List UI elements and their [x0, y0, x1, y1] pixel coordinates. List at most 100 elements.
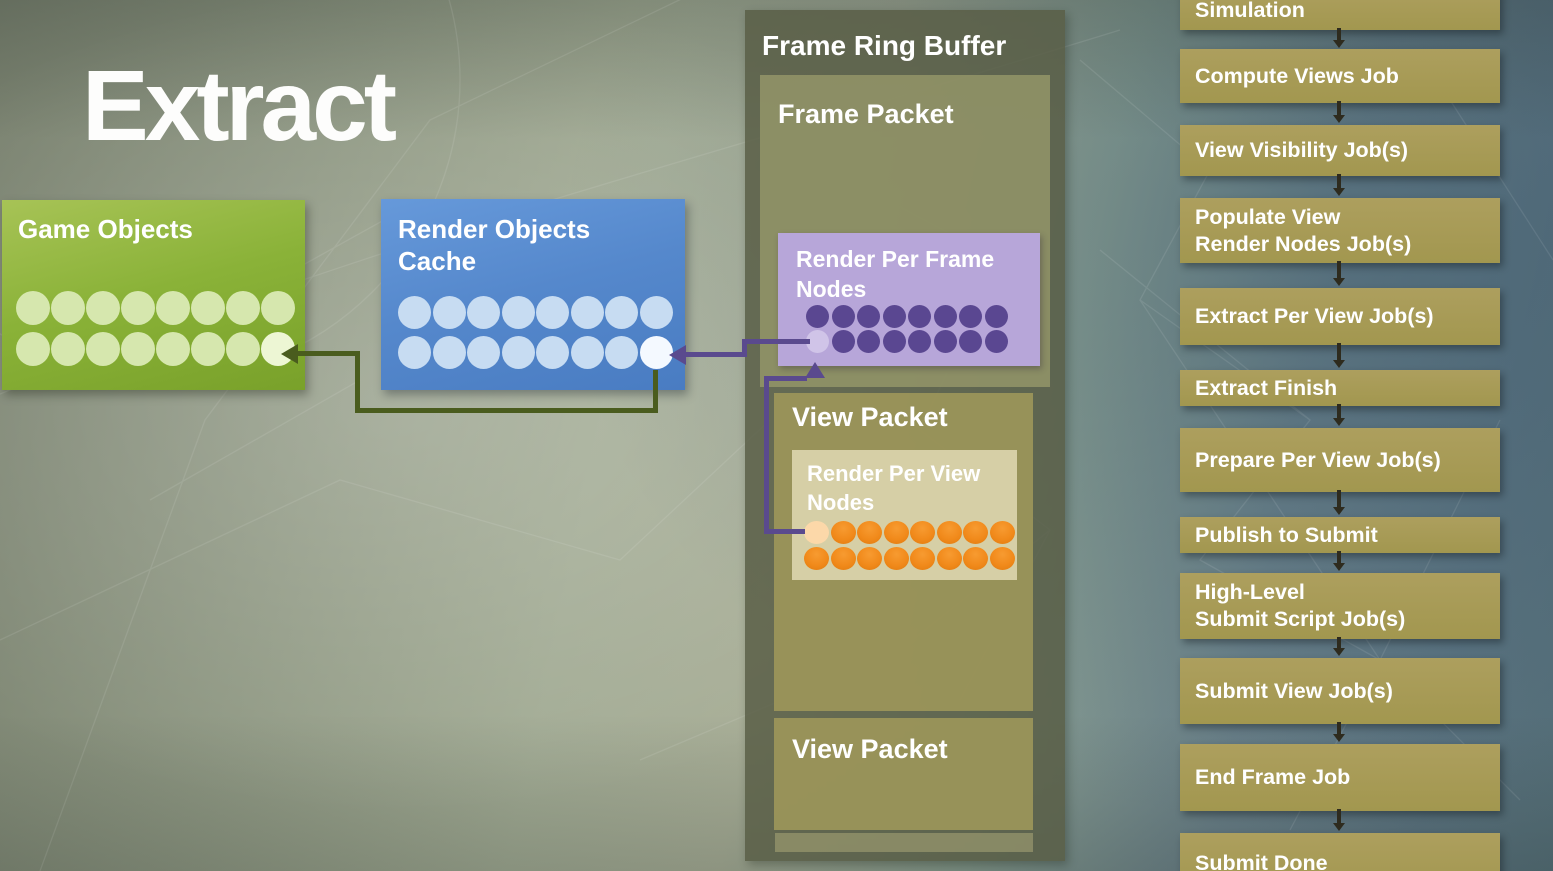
dot [933, 330, 957, 353]
pipeline-step-label: Submit Done [1195, 850, 1328, 871]
frame-ring-buffer-box: Frame Ring Buffer Frame Packet Render Pe… [745, 10, 1065, 861]
dot [984, 330, 1008, 353]
dot [831, 330, 855, 353]
dot-row [398, 296, 674, 329]
dot [467, 296, 500, 329]
dot [191, 291, 225, 325]
render-objects-cache-dots [398, 296, 674, 369]
dot [226, 332, 260, 366]
pipeline-step-submit-done: Submit Done [1180, 833, 1500, 871]
flow-arrow-down [1333, 28, 1345, 48]
view-packet-label-1: View Packet [792, 402, 948, 432]
dot [963, 547, 988, 570]
pipeline-step-label: End Frame Job [1195, 765, 1351, 789]
dot [830, 547, 856, 570]
dot [86, 332, 120, 366]
flow-arrow-down [1333, 809, 1345, 831]
pipeline-step-prepare-per-view-jobs: Prepare Per View Job(s) [1180, 428, 1500, 492]
dot [936, 521, 962, 544]
dot [959, 305, 982, 328]
pipeline-step-view-visibility-jobs: View Visibility Job(s) [1180, 125, 1500, 176]
dot-row [806, 330, 1010, 353]
dot [883, 521, 909, 544]
dot [570, 336, 604, 369]
dot [51, 291, 85, 325]
pipeline-step-publish-to-submit: Publish to Submit [1180, 517, 1500, 553]
render-per-view-nodes-box: Render Per View Nodes [792, 450, 1017, 580]
pipeline-step-submit-view-jobs: Submit View Job(s) [1180, 658, 1500, 724]
dot [467, 336, 500, 369]
pipeline-step-label: Publish to Submit [1195, 522, 1378, 547]
arrowhead-left [281, 344, 298, 364]
dot [804, 547, 829, 570]
game-objects-box: Game Objects [2, 200, 305, 390]
view-packet-box-1: View Packet Render Per View Nodes [774, 393, 1033, 711]
dot [121, 332, 155, 366]
dot [882, 330, 906, 353]
dot [570, 296, 604, 329]
dot-row [16, 291, 296, 325]
pipeline-step-end-frame-job: End Frame Job [1180, 744, 1500, 811]
dot [910, 521, 935, 544]
dot [936, 547, 962, 570]
dot [908, 305, 931, 328]
pipeline-step-simulation: Simulation [1180, 0, 1500, 30]
dot [989, 521, 1015, 544]
dot [501, 336, 535, 369]
flow-arrow-down [1333, 261, 1345, 286]
dot-row [806, 305, 1010, 328]
pipeline-step-high-level-submit-script-jobs: High-Level Submit Script Job(s) [1180, 573, 1500, 639]
dot [989, 547, 1015, 570]
dot [501, 296, 535, 329]
flow-arrow-down [1333, 722, 1345, 742]
dot-row [398, 336, 674, 369]
dot [857, 330, 880, 353]
pipeline-step-extract-per-view-jobs: Extract Per View Job(s) [1180, 288, 1500, 345]
dot-row [804, 521, 1016, 544]
flow-arrow-down [1333, 174, 1345, 196]
dot [984, 305, 1008, 328]
view-packet-box-2: View Packet [774, 718, 1033, 830]
pipeline-step-label: View Visibility Job(s) [1195, 138, 1409, 162]
dot [156, 332, 190, 366]
dot [226, 291, 260, 325]
flow-arrow-down [1333, 101, 1345, 123]
pipeline-step-populate-view-render-nodes-jobs: Populate View Render Nodes Job(s) [1180, 198, 1500, 263]
pipeline-step-label: Extract Per View Job(s) [1195, 304, 1434, 328]
pipeline-step-label: Prepare Per View Job(s) [1195, 447, 1441, 472]
flow-arrow-down [1333, 637, 1345, 656]
dot [398, 336, 431, 369]
highlighted-dot [639, 336, 673, 369]
render-per-view-nodes-dots [804, 521, 1016, 570]
render-per-frame-nodes-dots [806, 305, 1010, 353]
dot [432, 296, 466, 329]
flow-arrow-down [1333, 551, 1345, 571]
flow-arrow-down [1333, 343, 1345, 368]
dot [830, 521, 856, 544]
dot [857, 521, 882, 544]
view-packet-label-2: View Packet [792, 734, 948, 764]
dot [191, 332, 225, 366]
dot [857, 547, 882, 570]
pipeline-step-compute-views-job: Compute Views Job [1180, 49, 1500, 103]
pipeline-step-label: Populate View Render Nodes Job(s) [1195, 204, 1412, 256]
dot [398, 296, 431, 329]
pipeline-step-label: Extract Finish [1195, 375, 1338, 400]
dot-row [804, 547, 1016, 570]
dot [882, 305, 906, 328]
dot [639, 296, 673, 329]
game-objects-label: Game Objects [18, 214, 193, 244]
dot [831, 305, 855, 328]
view-packet-partial [775, 833, 1033, 852]
pipeline-step-label: High-Level Submit Script Job(s) [1195, 580, 1406, 631]
dot [261, 291, 295, 325]
dot [536, 336, 569, 369]
dot [51, 332, 85, 366]
dot [605, 336, 638, 369]
dot [959, 330, 982, 353]
dot [806, 305, 829, 328]
dot [156, 291, 190, 325]
pipeline-step-extract-finish: Extract Finish [1180, 370, 1500, 406]
pipeline-step-label: Simulation [1195, 0, 1305, 22]
